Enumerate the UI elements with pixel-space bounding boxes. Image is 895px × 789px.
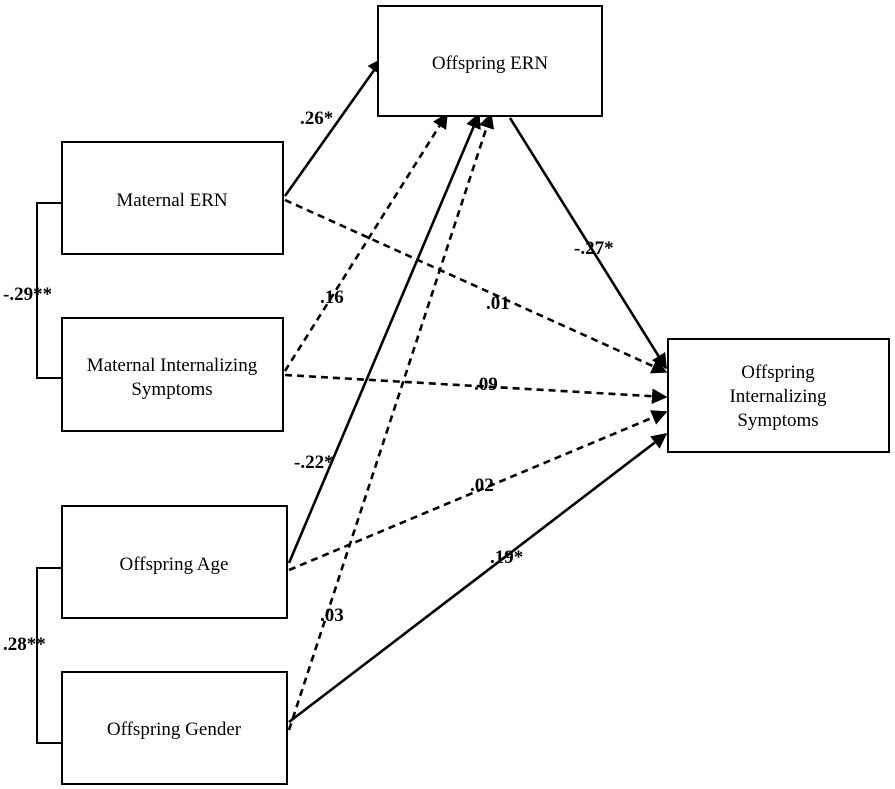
node-offspring-ern: Offspring ERN [377, 5, 603, 117]
node-offspring-internalizing-label-line3: Symptoms [737, 410, 818, 431]
node-offspring-ern-label: Offspring ERN [432, 53, 549, 74]
path-maternal-ern-to-offspring-internalizing [284, 198, 668, 374]
node-offspring-gender: Offspring Gender [61, 671, 288, 785]
coef-correlation-maternal: -.29** [3, 284, 52, 305]
node-maternal-internalizing-label-line2: Symptoms [131, 379, 212, 400]
path-maternal-internalizing-to-offspring-internalizing [284, 373, 668, 404]
correlation-bracket-offspring [36, 567, 62, 744]
path-offspring-gender-to-offspring-ern [287, 112, 495, 731]
node-offspring-age-label: Offspring Age [120, 554, 229, 575]
coef-maternal-internalizing-to-offspring-ern: .16 [320, 287, 344, 308]
path-offspring-age-to-offspring-ern [287, 112, 481, 564]
coef-maternal-internalizing-to-offspring-internalizing: .09 [474, 374, 498, 395]
coef-offspring-age-to-offspring-internalizing: .02 [470, 475, 494, 496]
path-offspring-ern-to-offspring-internalizing [508, 117, 668, 370]
coef-correlation-offspring: .28** [3, 634, 46, 655]
path-offspring-gender-to-offspring-internalizing [288, 432, 668, 724]
node-maternal-internalizing: Maternal Internalizing Symptoms [61, 317, 284, 432]
path-maternal-ern-to-offspring-ern [283, 57, 384, 197]
correlation-bracket-maternal [36, 202, 62, 379]
coef-offspring-age-to-offspring-ern: -.22* [294, 452, 334, 473]
node-offspring-age: Offspring Age [61, 505, 288, 619]
paths-layer [283, 57, 668, 731]
coef-offspring-ern-to-offspring-internalizing: -.27* [574, 238, 614, 259]
node-offspring-gender-label: Offspring Gender [107, 719, 242, 740]
coef-maternal-ern-to-offspring-ern: .26* [300, 108, 333, 129]
node-offspring-internalizing: Offspring Internalizing Symptoms [667, 338, 890, 453]
path-maternal-internalizing-to-offspring-ern [283, 112, 449, 372]
path-offspring-age-to-offspring-internalizing [288, 410, 668, 572]
coef-offspring-gender-to-offspring-ern: .03 [320, 605, 344, 626]
coef-offspring-gender-to-offspring-internalizing: .19* [490, 547, 523, 568]
node-maternal-ern-label: Maternal ERN [116, 190, 228, 211]
node-offspring-internalizing-label-line1: Offspring [741, 362, 815, 383]
node-maternal-internalizing-label-line1: Maternal Internalizing [87, 355, 258, 376]
coef-maternal-ern-to-offspring-internalizing: .01 [486, 293, 510, 314]
node-offspring-internalizing-label-line2: Internalizing [729, 386, 827, 407]
node-maternal-ern: Maternal ERN [61, 141, 284, 255]
